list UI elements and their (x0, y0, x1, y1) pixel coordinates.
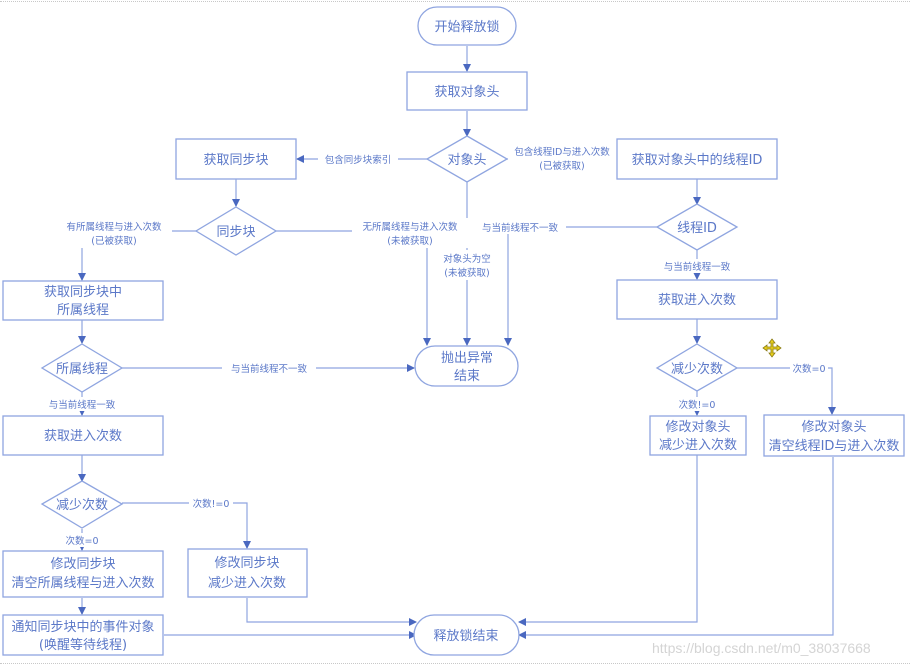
decision-left-decrement: 减少次数 (40, 480, 124, 529)
label-contains-sync-index: 包含同步块索引 (325, 154, 392, 166)
node-left-get-count: 获取进入次数 (2, 415, 164, 456)
node-end-text: 释放锁结束 (433, 628, 498, 644)
node-exception: 抛出异常 结束 (414, 345, 519, 387)
node-right-reduce: 修改对象头 减少进入次数 (649, 415, 747, 456)
node-left-clear-text-2: 清空所属线程与进入次数 (11, 575, 154, 591)
decision-owner-text: 所属线程 (56, 362, 108, 377)
decision-right-decrement-text: 减少次数 (671, 361, 723, 377)
node-left-reduce-text-2: 减少进入次数 (208, 575, 286, 591)
edges (78, 46, 836, 639)
edge-labels: 包含同步块索引 包含线程ID与进入次数 (已被获取) 有所属线程与进入次数 (已… (40, 143, 828, 547)
node-right-reduce-text-1: 修改对象头 (665, 420, 730, 435)
edge-left-count-nonzero (122, 502, 251, 549)
edge-right-count-zero (737, 367, 836, 415)
label-thread-match: 与当前线程一致 (664, 261, 731, 273)
decision-header: 对象头 (425, 135, 509, 183)
node-right-get-count: 获取进入次数 (616, 279, 778, 320)
edge-no-owner (276, 230, 431, 346)
node-right-clear: 修改对象头 清空线程ID与进入次数 (763, 414, 905, 457)
node-right-clear-text-1: 修改对象头 (801, 420, 866, 435)
edge-right-reduce-to-end (518, 455, 698, 626)
node-end: 释放锁结束 (413, 614, 520, 656)
node-get-sync-block: 获取同步块 (175, 138, 297, 180)
node-get-thread-id-text: 获取对象头中的线程ID (632, 152, 763, 168)
move-cursor-icon[interactable] (762, 338, 782, 358)
label-has-owner-1: 有所属线程与进入次数 (66, 221, 162, 233)
label-left-count-nonzero: 次数!=0 (193, 498, 230, 510)
node-notify-text-1: 通知同步块中的事件对象 (11, 619, 154, 635)
label-header-empty-2: (未被获取) (444, 267, 489, 279)
decision-owner: 所属线程 (40, 343, 124, 393)
node-right-reduce-text-2: 减少进入次数 (659, 437, 737, 453)
label-left-count-zero: 次数=0 (65, 535, 98, 547)
decision-right-decrement: 减少次数 (655, 343, 739, 392)
watermark: https://blog.csdn.net/m0_38037668 (652, 640, 871, 656)
node-get-owner-text-2: 所属线程 (57, 303, 109, 318)
node-get-header-text: 获取对象头 (434, 85, 499, 100)
decision-thread-id: 线程ID (655, 203, 739, 251)
node-right-clear-text-2: 清空线程ID与进入次数 (769, 438, 900, 454)
decision-left-decrement-text: 减少次数 (56, 497, 108, 513)
node-get-header: 获取对象头 (406, 71, 528, 111)
node-get-owner: 获取同步块中 所属线程 (2, 280, 164, 321)
label-contains-thread-1: 包含线程ID与进入次数 (514, 146, 610, 158)
label-contains-thread-2: (已被获取) (539, 160, 584, 172)
decision-sync-block: 同步块 (194, 206, 278, 256)
node-left-clear: 修改同步块 清空所属线程与进入次数 (2, 550, 164, 598)
node-notify-text-2: (唤醒等待线程) (39, 637, 127, 653)
node-left-reduce-text-1: 修改同步块 (214, 556, 279, 571)
label-owner-match: 与当前线程一致 (49, 399, 116, 411)
node-exception-text-1: 抛出异常 (441, 351, 493, 366)
decision-sync-block-text: 同步块 (216, 225, 255, 240)
node-left-get-count-text: 获取进入次数 (44, 428, 122, 444)
label-no-owner-2: (未被获取) (387, 235, 432, 247)
label-right-count-nonzero: 次数!=0 (679, 399, 716, 411)
label-no-owner-1: 无所属线程与进入次数 (362, 221, 458, 233)
node-get-owner-text-1: 获取同步块中 (44, 285, 122, 300)
node-right-get-count-text: 获取进入次数 (658, 292, 736, 308)
edge-right-clear-to-end (518, 457, 834, 639)
decision-header-text: 对象头 (447, 153, 486, 168)
label-owner-mismatch: 与当前线程不一致 (231, 363, 308, 375)
node-exception-text-2: 结束 (454, 369, 480, 384)
node-get-thread-id: 获取对象头中的线程ID (616, 138, 778, 180)
node-left-reduce: 修改同步块 减少进入次数 (187, 548, 308, 598)
edge-left-reduce-to-end (246, 598, 417, 626)
canvas-top-border (0, 1, 910, 2)
node-start-text: 开始释放锁 (434, 19, 499, 35)
label-thread-mismatch: 与当前线程不一致 (482, 222, 559, 234)
node-start: 开始释放锁 (417, 6, 517, 46)
node-left-clear-text-1: 修改同步块 (50, 557, 115, 572)
node-notify: 通知同步块中的事件对象 (唤醒等待线程) (2, 614, 164, 656)
label-header-empty-1: 对象头为空 (443, 253, 491, 265)
label-right-count-zero: 次数=0 (792, 363, 825, 375)
canvas-bottom-border (0, 663, 910, 664)
label-has-owner-2: (已被获取) (91, 235, 136, 247)
node-get-sync-block-text: 获取同步块 (203, 153, 268, 168)
decision-thread-id-text: 线程ID (677, 221, 717, 236)
